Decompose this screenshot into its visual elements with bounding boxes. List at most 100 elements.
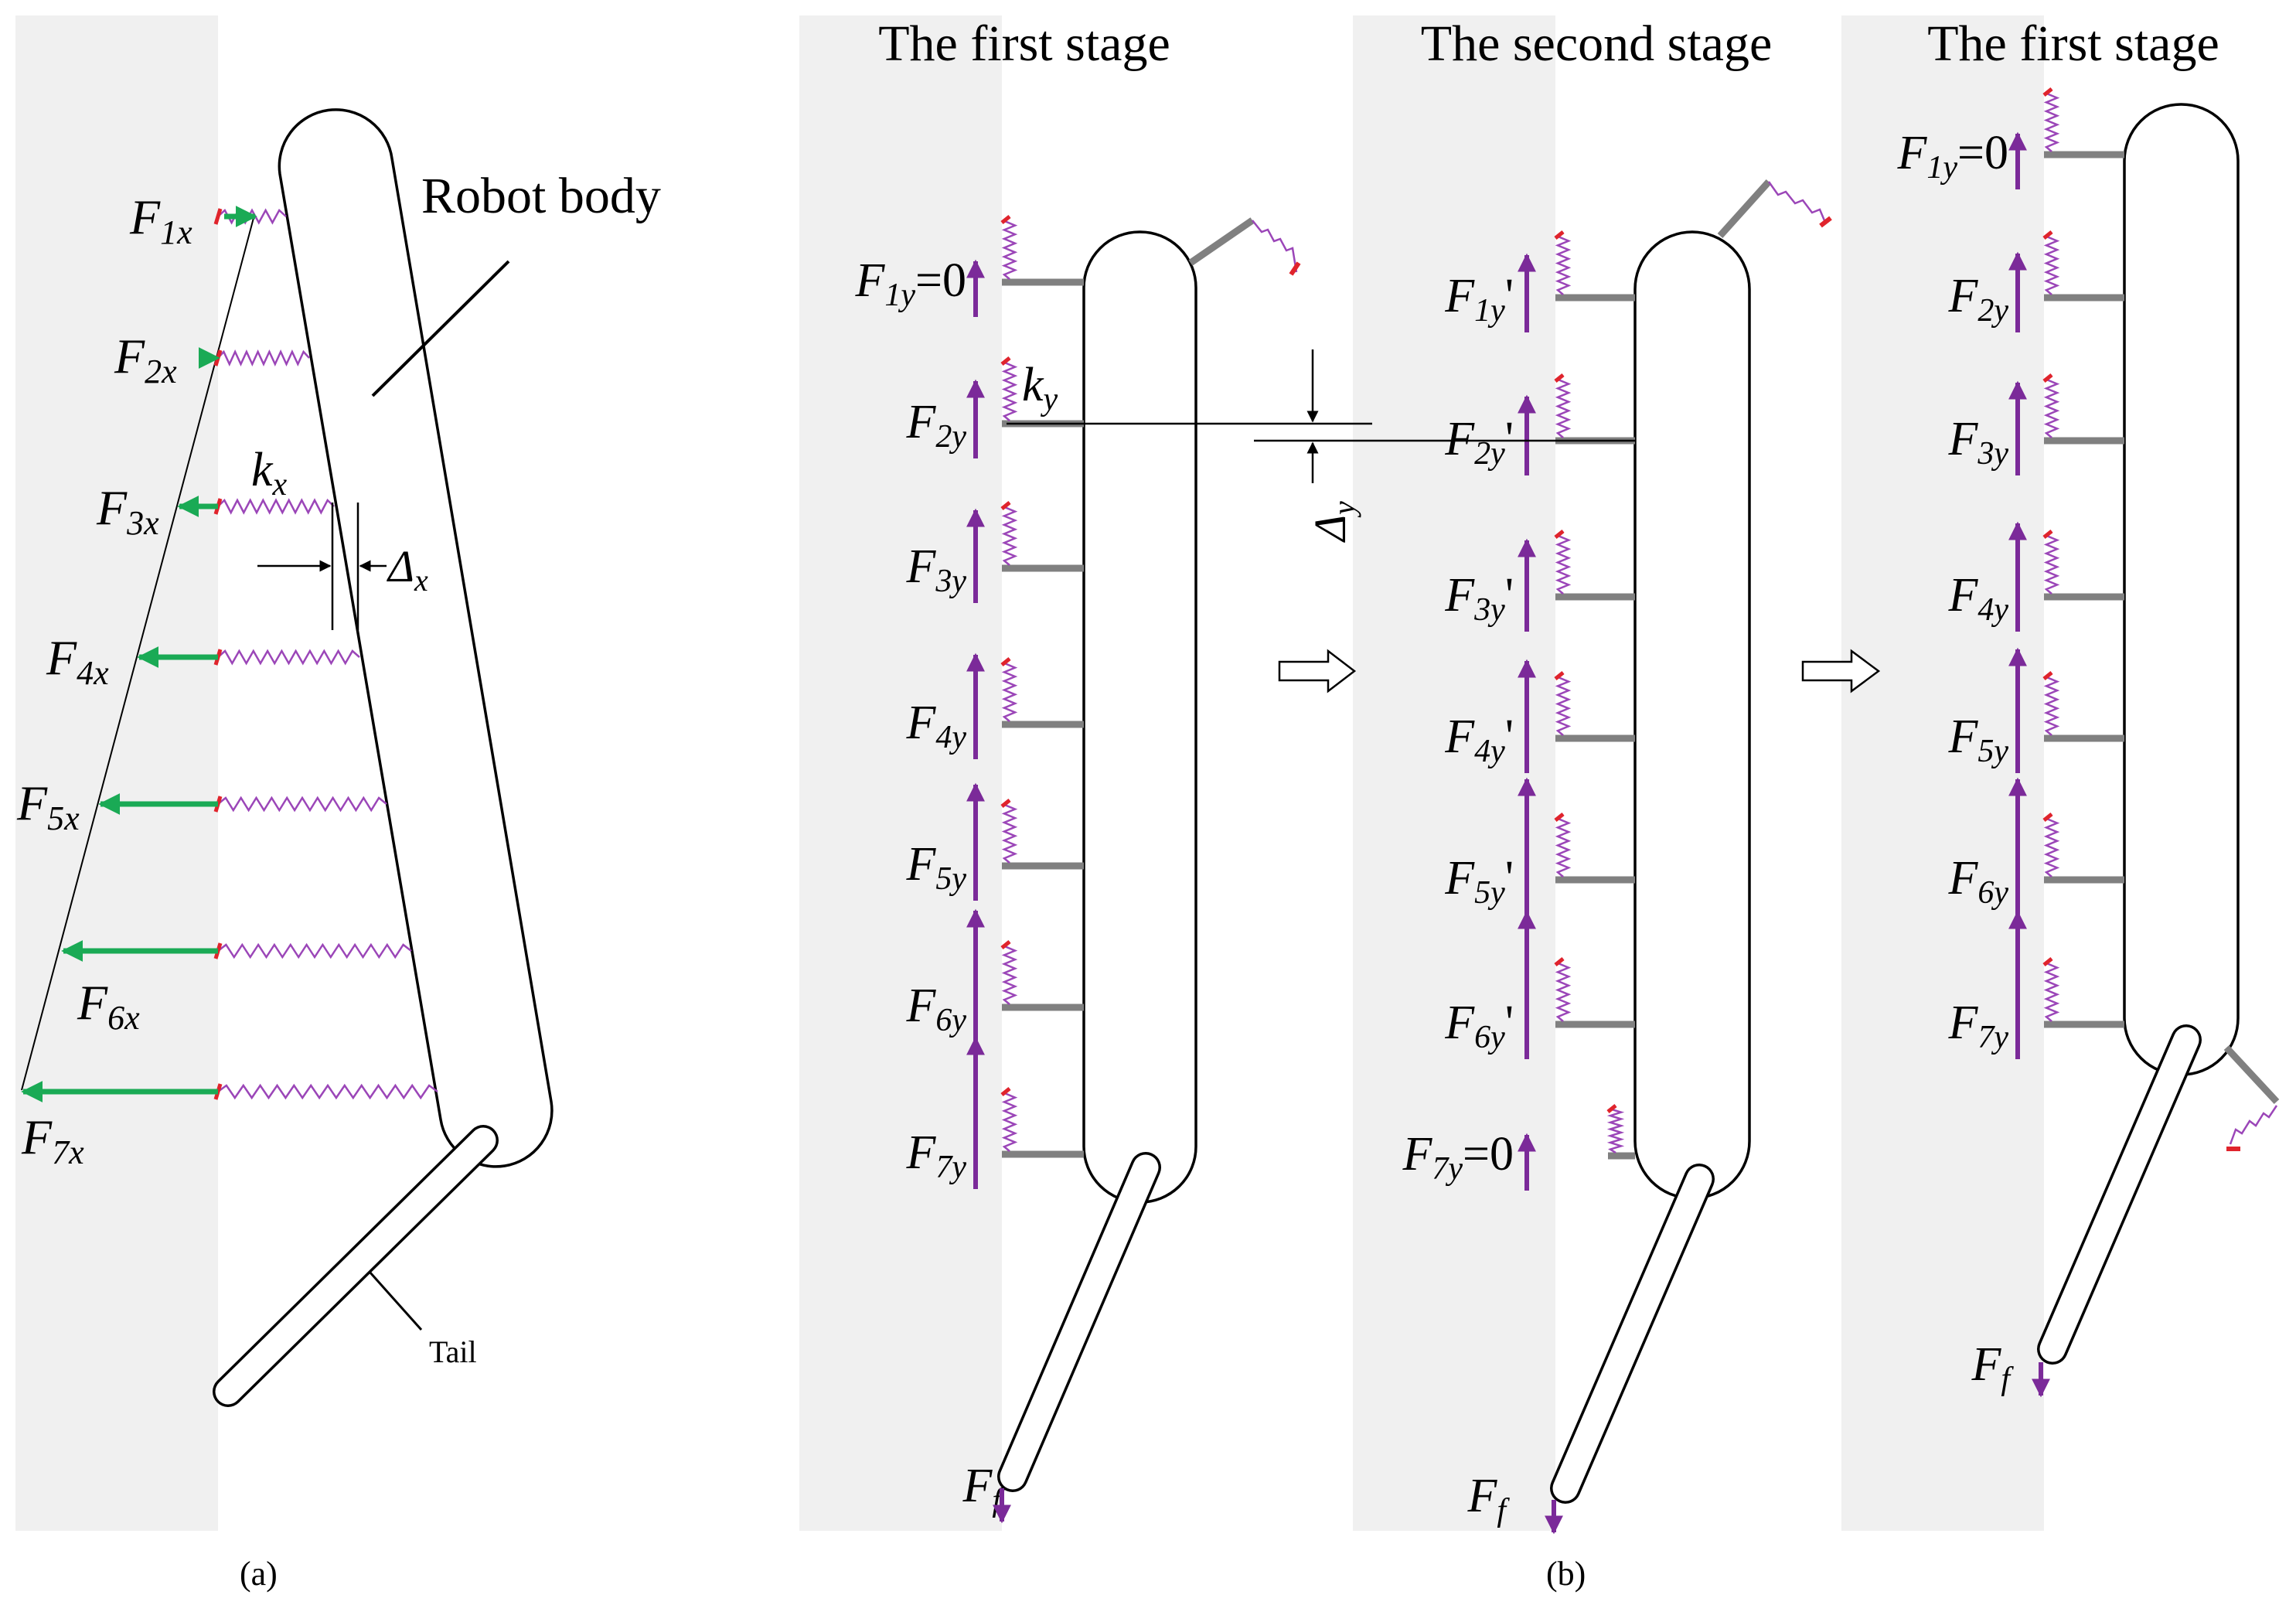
force-arrows-a	[21, 206, 257, 1102]
spring-2-3	[1555, 530, 1572, 595]
pad-1-7	[1000, 1087, 1011, 1096]
spring-2-1	[1555, 231, 1572, 295]
tail-force-label-3: Ff	[1971, 1338, 2014, 1397]
spring-2-5	[1555, 813, 1572, 877]
spring-2-6	[1555, 958, 1572, 1022]
robot-body-stage-3	[2123, 103, 2240, 1076]
spring-1-1	[1001, 216, 1018, 280]
stage-3-title: The first stage	[1927, 15, 2219, 72]
delta-x-dimension	[257, 503, 387, 630]
spring-a-6	[217, 942, 412, 959]
pad-3-4	[2042, 530, 2053, 539]
k-x-label: kx	[251, 444, 288, 503]
force-label-2-4: F4y'	[1444, 710, 1514, 769]
pad-2-6	[1554, 957, 1565, 966]
force-label-1-7: F7y	[905, 1126, 966, 1185]
spring-1-2	[1001, 357, 1018, 421]
spring-2-4	[1555, 672, 1572, 736]
spring-a-4	[217, 649, 360, 666]
force-label-1-4: F4y	[905, 697, 966, 755]
wall-a	[15, 15, 218, 1531]
robot-body-pointer	[371, 260, 510, 397]
pad-3-5	[2042, 671, 2053, 680]
pad-1-1	[1000, 215, 1011, 224]
pad-1-6	[1000, 940, 1011, 949]
pad-2-4	[1554, 671, 1565, 680]
robot-body-stage-2	[1633, 230, 1751, 1200]
wall-stage-3	[1841, 15, 2044, 1531]
pad-2-5	[1554, 813, 1565, 822]
lifted-leg-stage-2	[1717, 179, 1832, 239]
spring-3-7	[2043, 958, 2060, 1022]
force-label-3-1: F1y=0	[1897, 127, 2009, 186]
pad-1-5	[1000, 799, 1011, 808]
force-label-3-5: F5y	[1947, 710, 2008, 769]
tail-stage-1	[997, 1152, 1161, 1492]
pad-1-4	[1000, 657, 1011, 666]
force-label-2-7: F7y=0	[1402, 1128, 1514, 1187]
force-label-2-1: F1y'	[1444, 270, 1514, 329]
tail-stage-2	[1550, 1164, 1715, 1504]
k-y-label: ky	[1022, 359, 1058, 417]
spring-2-7	[1606, 1104, 1625, 1154]
force-label-a-4: F4x	[46, 630, 109, 692]
tail-a	[213, 1125, 499, 1407]
spring-3-3	[2043, 374, 2060, 438]
spring-3-2	[2043, 231, 2060, 295]
delta-y-dimension	[1007, 349, 1635, 483]
spring-1-4	[1001, 658, 1018, 722]
spring-1-5	[1001, 799, 1018, 864]
force-label-1-6: F6y	[905, 980, 966, 1038]
force-label-2-2: F2y'	[1444, 413, 1514, 472]
force-label-1-1: F1y=0	[855, 254, 967, 313]
spring-a-3	[217, 498, 335, 515]
pad-1-3	[1000, 501, 1011, 510]
force-label-1-3: F3y	[905, 540, 966, 599]
tail-stage-3	[2037, 1024, 2202, 1365]
force-label-3-3: F3y	[1947, 413, 2008, 472]
spring-1-7	[1001, 1088, 1018, 1152]
robot-body-stage-1	[1082, 230, 1197, 1204]
tail-leader-line	[368, 1271, 423, 1331]
force-label-3-2: F2y	[1947, 270, 2008, 329]
spring-a-7	[217, 1083, 438, 1100]
force-label-2-5: F5y'	[1444, 852, 1514, 911]
tail-label: Tail	[429, 1334, 477, 1369]
robot-body-label: Robot body	[421, 168, 661, 224]
spring-1-3	[1001, 502, 1018, 566]
stage-1-title: The first stage	[878, 15, 1170, 72]
force-label-2-3: F3y'	[1444, 569, 1514, 628]
force-label-3-7: F7y	[1947, 997, 2008, 1055]
spring-3-5	[2043, 672, 2060, 736]
spring-3-6	[2043, 813, 2060, 877]
caption-b: (b)	[1546, 1555, 1586, 1593]
spring-3-4	[2043, 530, 2060, 595]
force-label-3-4: F4y	[1947, 569, 2008, 628]
pad-2-7	[1606, 1104, 1617, 1113]
robot-body-a	[278, 108, 554, 1168]
force-label-3-6: F6y	[1947, 852, 2008, 911]
pad-2-2	[1554, 373, 1565, 383]
spring-2-2	[1555, 374, 1572, 438]
delta-y-label: Δy	[1305, 501, 1361, 543]
stage-2-title: The second stage	[1421, 15, 1773, 72]
spring-a-2	[217, 349, 310, 366]
stage-transition-arrow-1	[1278, 649, 1357, 693]
pad-2-1	[1554, 230, 1565, 240]
stage-2-legs: F1y'F2y'F3y'F4y'F5y'F6y'F7y=0Ff	[1402, 230, 1635, 1535]
force-label-2-6: F6y'	[1444, 997, 1514, 1055]
spring-a-5	[217, 796, 387, 813]
panel-b: The first stage The second stage The fir…	[799, 15, 2280, 1593]
pad-a-2	[213, 349, 223, 366]
spring-1-6	[1001, 941, 1018, 1005]
stages-b: F1y=0F2yF3yF4yF5yF6yF7yFfF1y'F2y'F3y'F4y…	[855, 87, 2124, 1535]
force-label-a-1: F1x	[129, 189, 192, 251]
pad-a-1	[213, 208, 223, 225]
spring-3-1	[2043, 88, 2060, 152]
force-label-1-5: F5y	[905, 838, 966, 897]
